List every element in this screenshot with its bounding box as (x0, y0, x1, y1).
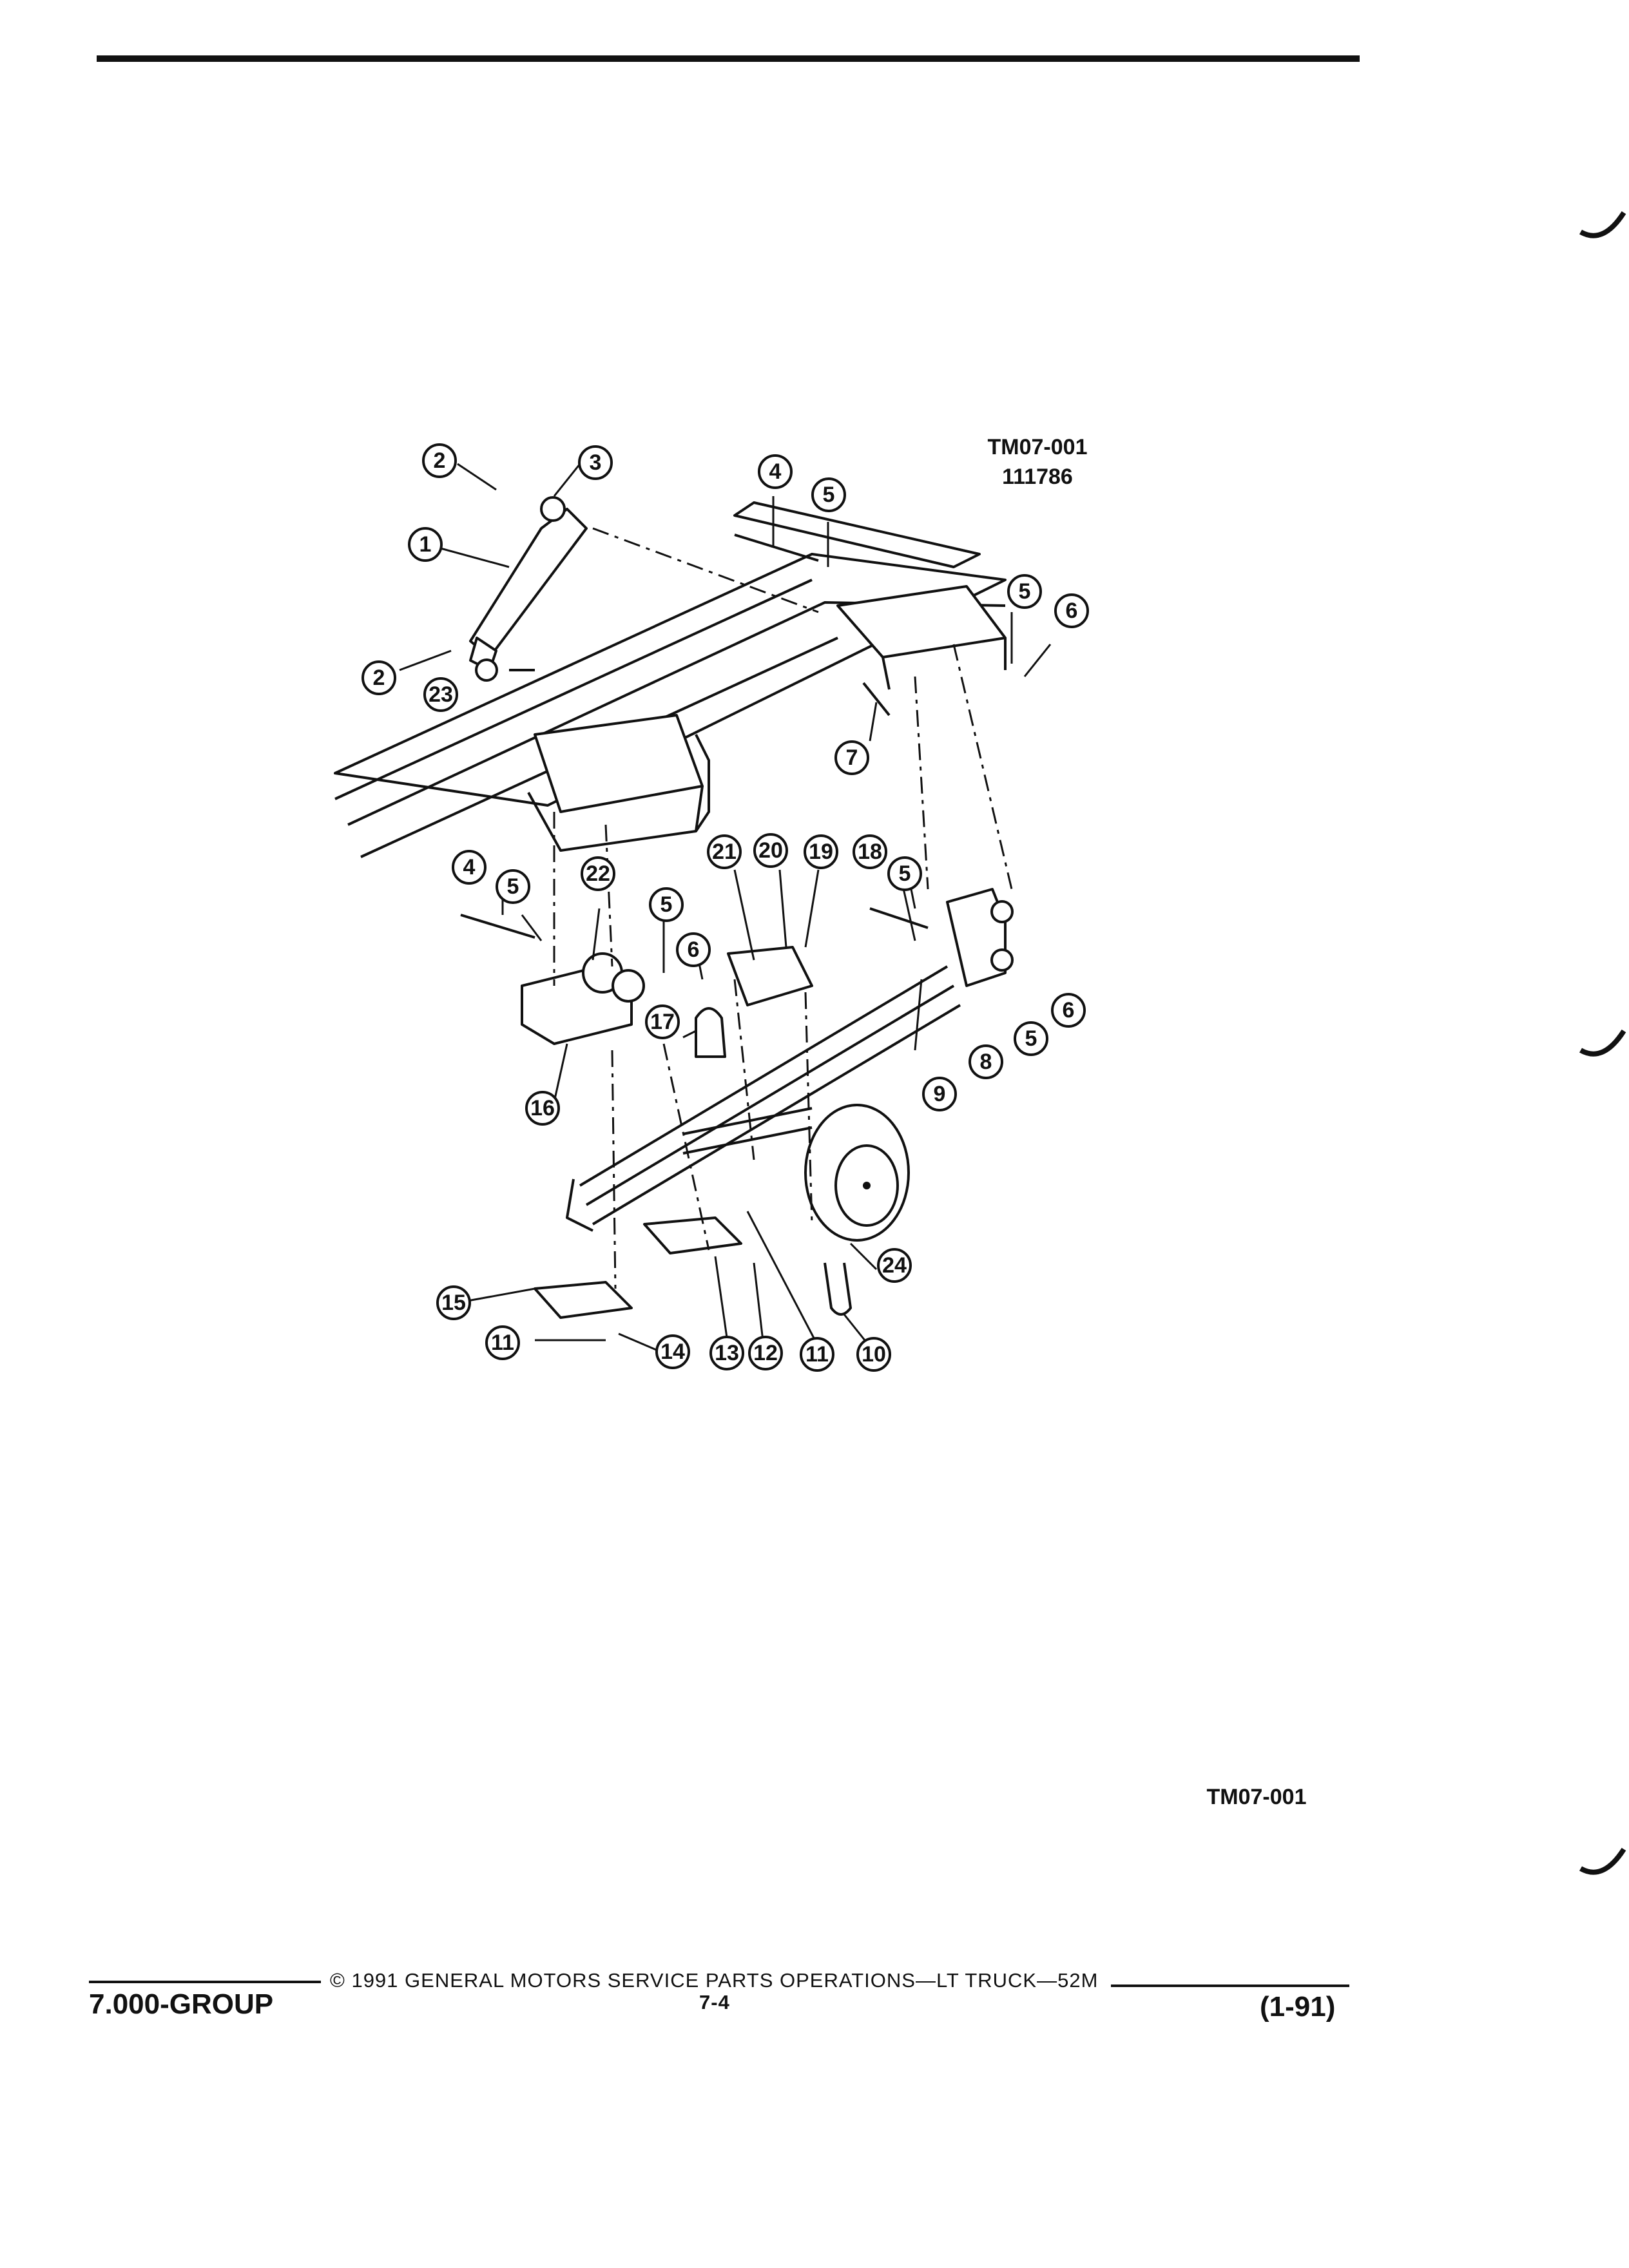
callout-5: 5 (811, 477, 846, 512)
bolts (460, 533, 929, 939)
callout-3: 3 (578, 445, 613, 480)
top-rule (97, 55, 1360, 62)
callout-2: 2 (422, 443, 457, 478)
svg-text:1: 1 (419, 532, 432, 557)
footer-group: 7.000-GROUP (89, 1988, 274, 2020)
shock-absorber (469, 496, 588, 682)
svg-text:23: 23 (429, 682, 453, 707)
svg-text:10: 10 (862, 1342, 886, 1367)
svg-text:11: 11 (805, 1342, 829, 1367)
svg-text:5: 5 (899, 861, 911, 886)
callout-24: 24 (877, 1248, 912, 1283)
svg-text:13: 13 (715, 1341, 739, 1365)
figure-ref-number: 111786 (1002, 465, 1073, 489)
callout-16: 16 (525, 1091, 560, 1126)
rear-spring-bracket (836, 585, 1007, 690)
binder-mark-top (1579, 211, 1626, 238)
callout-5: 5 (649, 887, 684, 922)
spring-shackle (946, 888, 1014, 987)
svg-text:16: 16 (530, 1096, 555, 1120)
svg-text:17: 17 (650, 1010, 675, 1034)
svg-text:5: 5 (660, 892, 673, 917)
callout-4: 4 (452, 850, 487, 885)
svg-text:19: 19 (809, 840, 833, 864)
bottom-ref-code: TM07-001 (1206, 1785, 1307, 1809)
svg-text:3: 3 (590, 450, 602, 475)
rear-axle-brake-drum (682, 1104, 910, 1242)
svg-text:6: 6 (1063, 998, 1075, 1023)
svg-text:6: 6 (1066, 599, 1078, 623)
svg-text:5: 5 (1025, 1026, 1037, 1051)
callout-6: 6 (1054, 593, 1089, 628)
callout-21: 21 (707, 834, 742, 869)
svg-text:2: 2 (373, 666, 385, 690)
spring-plate (534, 1216, 742, 1319)
callout-leader-lines (399, 463, 1052, 1354)
callout-14: 14 (655, 1334, 690, 1369)
assembly-centerlines (553, 527, 1013, 1289)
callout-5: 5 (1014, 1021, 1048, 1056)
svg-text:21: 21 (712, 840, 737, 864)
spring-front-eye-bracket (521, 952, 645, 1045)
svg-text:7: 7 (846, 745, 858, 770)
svg-text:5: 5 (1019, 579, 1031, 604)
svg-text:12: 12 (753, 1341, 778, 1365)
svg-text:4: 4 (769, 459, 782, 484)
callout-5: 5 (1007, 574, 1042, 609)
svg-text:18: 18 (858, 840, 882, 864)
callout-4: 4 (758, 454, 793, 489)
callout-11: 11 (485, 1325, 520, 1360)
figure-ref-code: TM07-001 (987, 435, 1088, 459)
callout-18: 18 (853, 834, 887, 869)
callout-15: 15 (436, 1285, 471, 1320)
footer-date: (1-91) (1260, 1991, 1336, 2023)
svg-text:2: 2 (434, 448, 446, 473)
callout-5: 5 (496, 869, 530, 904)
binder-mark-bottom (1579, 1847, 1626, 1875)
footer-copyright: © 1991 GENERAL MOTORS SERVICE PARTS OPER… (330, 1969, 1099, 1992)
svg-text:22: 22 (586, 861, 610, 886)
callout-7: 7 (834, 740, 869, 775)
footer-rule-right (1111, 1984, 1349, 1987)
svg-text:5: 5 (507, 874, 519, 899)
callout-10: 10 (856, 1337, 891, 1372)
callout-5: 5 (887, 856, 922, 891)
callout-20: 20 (753, 833, 788, 868)
spring-pad (727, 946, 813, 1006)
svg-text:11: 11 (491, 1331, 514, 1355)
binder-mark-middle (1579, 1029, 1626, 1057)
svg-text:8: 8 (980, 1050, 992, 1074)
u-bolt (824, 1262, 852, 1316)
callout-13: 13 (709, 1336, 744, 1370)
callout-6: 6 (676, 932, 711, 967)
callout-19: 19 (804, 834, 838, 869)
svg-text:20: 20 (758, 838, 783, 863)
callout-11: 11 (800, 1337, 834, 1372)
spring-hanger-bracket (527, 714, 710, 852)
callout-2: 2 (361, 660, 396, 695)
callout-8: 8 (969, 1044, 1003, 1079)
callout-1: 1 (408, 527, 443, 562)
footer-rule-left (89, 1981, 321, 1983)
svg-text:6: 6 (688, 937, 700, 962)
callout-22: 22 (581, 856, 615, 891)
jounce-bumper (695, 1007, 726, 1058)
svg-text:9: 9 (934, 1082, 946, 1106)
svg-text:15: 15 (441, 1291, 466, 1315)
callout-6: 6 (1051, 993, 1086, 1028)
callout-23: 23 (423, 677, 458, 712)
svg-text:14: 14 (660, 1340, 685, 1364)
svg-text:5: 5 (823, 483, 835, 507)
footer-page-number: 7-4 (699, 1991, 730, 2013)
svg-text:4: 4 (463, 855, 476, 879)
callout-9: 9 (922, 1077, 957, 1111)
svg-text:24: 24 (882, 1253, 907, 1278)
callout-17: 17 (645, 1004, 680, 1039)
callout-12: 12 (748, 1336, 783, 1370)
